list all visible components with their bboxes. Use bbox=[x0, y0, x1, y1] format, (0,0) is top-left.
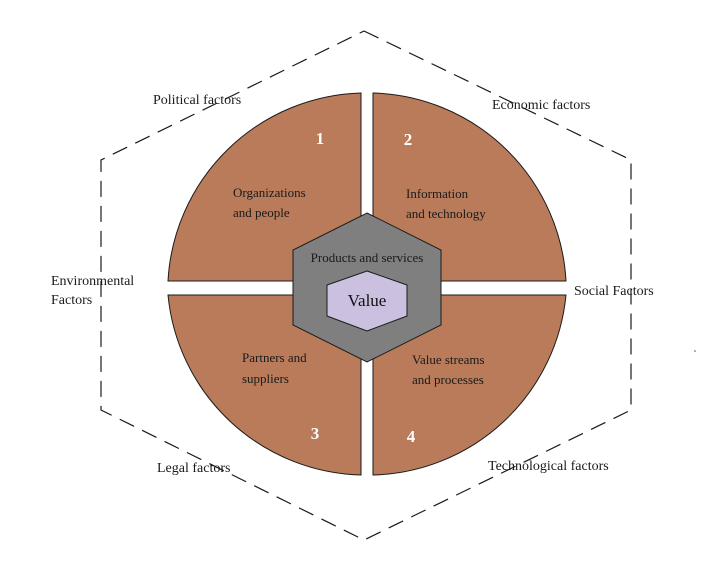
quadrant-number-4: 4 bbox=[407, 427, 416, 446]
quadrant-number-3: 3 bbox=[311, 424, 320, 443]
products-and-services-label: Products and services bbox=[311, 250, 424, 265]
stray-dot bbox=[694, 350, 696, 352]
quadrant-organizations-and-people bbox=[167, 92, 362, 282]
value-label: Value bbox=[348, 291, 387, 310]
environmental-factors-label-line2: Factors bbox=[51, 293, 92, 308]
quadrant-2-label-line2: and technology bbox=[406, 206, 486, 221]
quadrant-2-label-line1: Information bbox=[406, 186, 469, 201]
quadrant-number-1: 1 bbox=[316, 129, 325, 148]
quadrant-4-label-line2: and processes bbox=[412, 372, 484, 387]
quadrant-1-label-line2: and people bbox=[233, 205, 290, 220]
quadrant-4-label-line1: Value streams bbox=[412, 352, 485, 367]
quadrant-partners-and-suppliers bbox=[167, 294, 362, 476]
quadrant-3-label-line1: Partners and bbox=[242, 350, 307, 365]
economic-factors-label: Economic factors bbox=[492, 98, 590, 113]
quadrant-1-label-line1: Organizations bbox=[233, 185, 306, 200]
quadrant-information-and-technology bbox=[372, 92, 567, 282]
technological-factors-label: Technological factors bbox=[488, 459, 609, 474]
environmental-factors-label-line1: Environmental bbox=[51, 274, 134, 289]
social-factors-label: Social Factors bbox=[574, 284, 654, 299]
outer-factors-hexagon bbox=[100, 30, 632, 541]
political-factors-label: Political factors bbox=[153, 93, 241, 108]
legal-factors-label: Legal factors bbox=[157, 461, 230, 476]
value-hexagon bbox=[326, 270, 408, 332]
quadrant-3-label-line2: suppliers bbox=[242, 371, 289, 386]
quadrant-value-streams-and-processes bbox=[372, 294, 567, 476]
quadrant-number-2: 2 bbox=[404, 130, 413, 149]
